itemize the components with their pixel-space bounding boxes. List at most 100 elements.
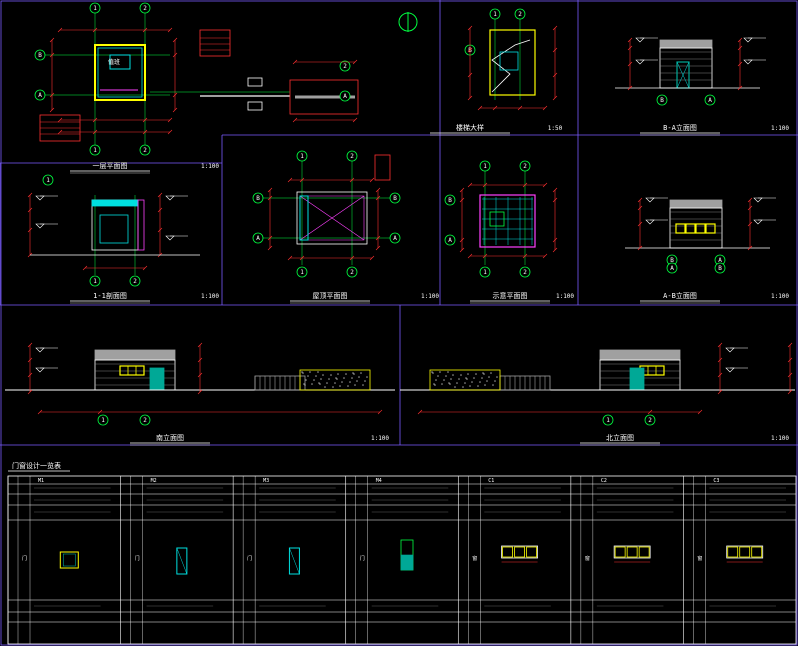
schedule-code: M1 — [38, 478, 44, 484]
dimension-tick — [287, 177, 293, 183]
dimension-tick — [27, 192, 33, 198]
schedule-code: C1 — [488, 478, 494, 484]
dimension-tick — [172, 37, 178, 43]
plan-outline — [479, 194, 536, 248]
dimension-tick — [267, 187, 273, 193]
screen-texture — [434, 384, 436, 386]
schedule-type: 窗 — [585, 555, 590, 562]
dimension-tick — [552, 47, 558, 53]
axis-bubble-circle — [296, 266, 308, 278]
dimension-tick — [552, 247, 558, 253]
schedule-type: 门 — [135, 555, 140, 562]
dimension-tick — [92, 129, 98, 135]
dimension-tick — [299, 255, 305, 261]
dimension-tick — [522, 182, 528, 188]
screen-texture — [439, 371, 441, 373]
dimension-tick — [417, 409, 423, 415]
dimension-tick — [552, 197, 558, 203]
screen-texture — [469, 385, 471, 387]
dimension-tick — [49, 37, 55, 43]
axis-bubble-label: A — [448, 237, 452, 244]
screen-texture — [454, 386, 456, 388]
dimension-tick — [167, 129, 173, 135]
screen-texture — [360, 372, 362, 374]
window-pane — [614, 546, 626, 558]
screen-texture — [486, 380, 488, 382]
dimension-tick — [92, 117, 98, 123]
screen-texture — [302, 372, 304, 374]
screen-texture — [433, 383, 435, 385]
stair-detail: 12B — [464, 8, 558, 111]
dimension-tick — [172, 107, 178, 113]
axis-bubble-label: 1 — [483, 269, 487, 276]
screen-wall — [429, 369, 501, 391]
dimension-tick — [369, 255, 375, 261]
dimension-tick — [637, 245, 643, 251]
axis-bubble-label: B — [718, 265, 722, 272]
axis-bubble-label: 1 — [101, 417, 105, 424]
screen-texture — [351, 377, 353, 379]
door-panel — [62, 553, 76, 567]
axis-bubble-label: B — [670, 257, 674, 264]
axis-bubble: 2 — [129, 275, 141, 287]
axis-bubble: 1 — [42, 174, 54, 186]
screen-texture — [328, 378, 330, 380]
door-symbol — [59, 551, 79, 569]
axis-bubble-label: A — [256, 235, 260, 242]
screen-texture — [483, 373, 485, 375]
parapet-band — [669, 199, 723, 209]
gate-pad — [289, 79, 359, 115]
axis-bubble-circle — [389, 232, 401, 244]
axis-bubble-label: B — [660, 97, 664, 104]
window-frame — [726, 545, 764, 559]
drawing-title-block: A-B立面图 1:100 — [640, 291, 789, 304]
screen-texture — [464, 382, 466, 384]
axis-bubble-circle — [714, 262, 726, 274]
screen-texture — [304, 384, 306, 386]
dimension-tick — [627, 45, 633, 51]
screen-texture — [466, 378, 468, 380]
axis-bubble-label: 2 — [350, 269, 354, 276]
axis-bubble: 1 — [97, 414, 109, 426]
door — [629, 367, 645, 391]
dimension-tick — [552, 237, 558, 243]
dimension-tick — [737, 61, 743, 67]
dimension-tick — [172, 52, 178, 58]
axis-bubble: B — [34, 49, 46, 61]
dimension-tick — [267, 195, 273, 201]
screen-texture — [488, 376, 490, 378]
dimension-tick — [292, 117, 298, 123]
axis-bubble-label: A — [393, 235, 397, 242]
drawing-title: A-B立面图 — [663, 291, 697, 300]
door-symbol — [288, 547, 300, 575]
axis-bubble: 1 — [479, 160, 491, 172]
axis-bubble: 1 — [479, 266, 491, 278]
screen-texture — [341, 381, 343, 383]
axis-bubble: A — [704, 94, 716, 106]
dimension-tick — [552, 95, 558, 101]
dimension-tick — [349, 255, 355, 261]
drawing-scale: 1:100 — [771, 293, 789, 300]
dimension-tick — [717, 357, 723, 363]
dimension-tick — [787, 372, 793, 378]
screen-texture — [318, 382, 320, 384]
screen-texture — [456, 382, 458, 384]
dimension-tick — [197, 342, 203, 348]
dimension-tick — [49, 92, 55, 98]
axis-bubble-label: 1 — [93, 5, 97, 12]
screen-texture — [366, 376, 368, 378]
axis-bubble-circle — [666, 262, 678, 274]
screen-texture — [330, 374, 332, 376]
axis-bubble-circle — [139, 2, 151, 14]
screen-texture — [313, 379, 315, 381]
dimension-tick — [637, 197, 643, 203]
axis-bubble: 1 — [296, 266, 308, 278]
schedule-code: M2 — [151, 478, 157, 484]
